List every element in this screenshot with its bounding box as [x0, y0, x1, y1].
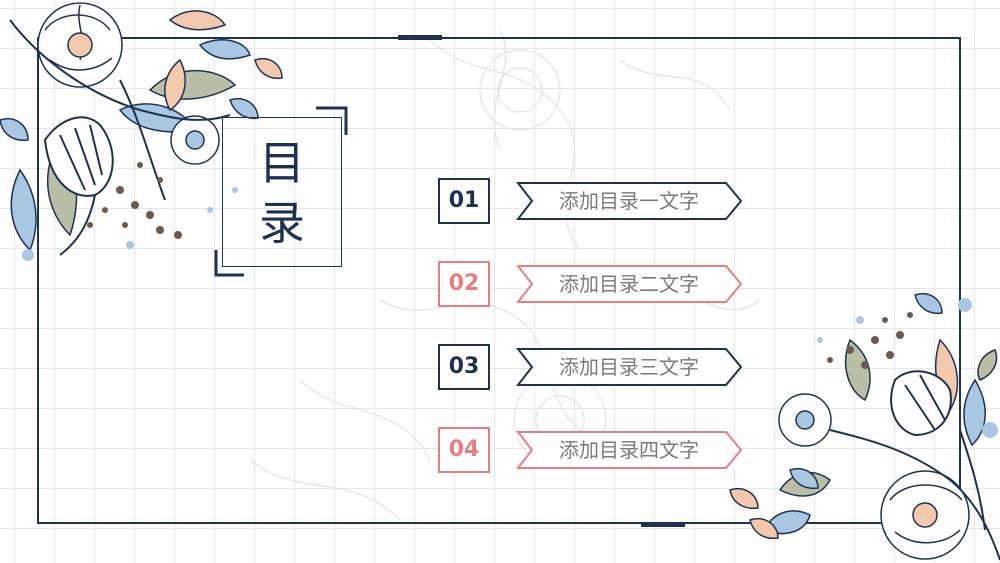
toc-item-1-number[interactable]: 01 [438, 178, 490, 224]
toc-item-4-banner[interactable]: 添加目录四文字 [516, 430, 744, 470]
frame-bottom-tab [641, 522, 685, 527]
arrow-banner-shape [516, 431, 743, 469]
toc-item-4-number[interactable]: 04 [438, 427, 490, 473]
arrow-banner-shape [516, 182, 743, 220]
toc-item-3-label: 添加目录三文字 [559, 355, 699, 379]
toc-title-box: 目 录 [222, 117, 342, 267]
toc-item-4-label: 添加目录四文字 [559, 438, 699, 462]
toc-item-1-banner[interactable]: 添加目录一文字 [516, 181, 744, 221]
floral-decoration-top-left [0, 2, 283, 261]
floral-decoration-bottom-right [729, 293, 1000, 561]
toc-item-3-number[interactable]: 03 [438, 344, 490, 390]
arrow-banner-shape [516, 265, 743, 303]
toc-item-2-label: 添加目录二文字 [559, 272, 699, 296]
toc-item-3-banner[interactable]: 添加目录三文字 [516, 347, 744, 387]
slide-frame [37, 37, 961, 524]
toc-title-char-1: 目 [259, 136, 305, 190]
toc-item-2-number[interactable]: 02 [438, 261, 490, 307]
arrow-banner-shape [516, 348, 743, 386]
toc-item-1-label: 添加目录一文字 [559, 189, 699, 213]
frame-top-tab [398, 35, 442, 40]
title-corner-brackets [214, 106, 348, 277]
toc-item-2-banner[interactable]: 添加目录二文字 [516, 264, 744, 304]
toc-title-char-2: 录 [259, 196, 305, 250]
